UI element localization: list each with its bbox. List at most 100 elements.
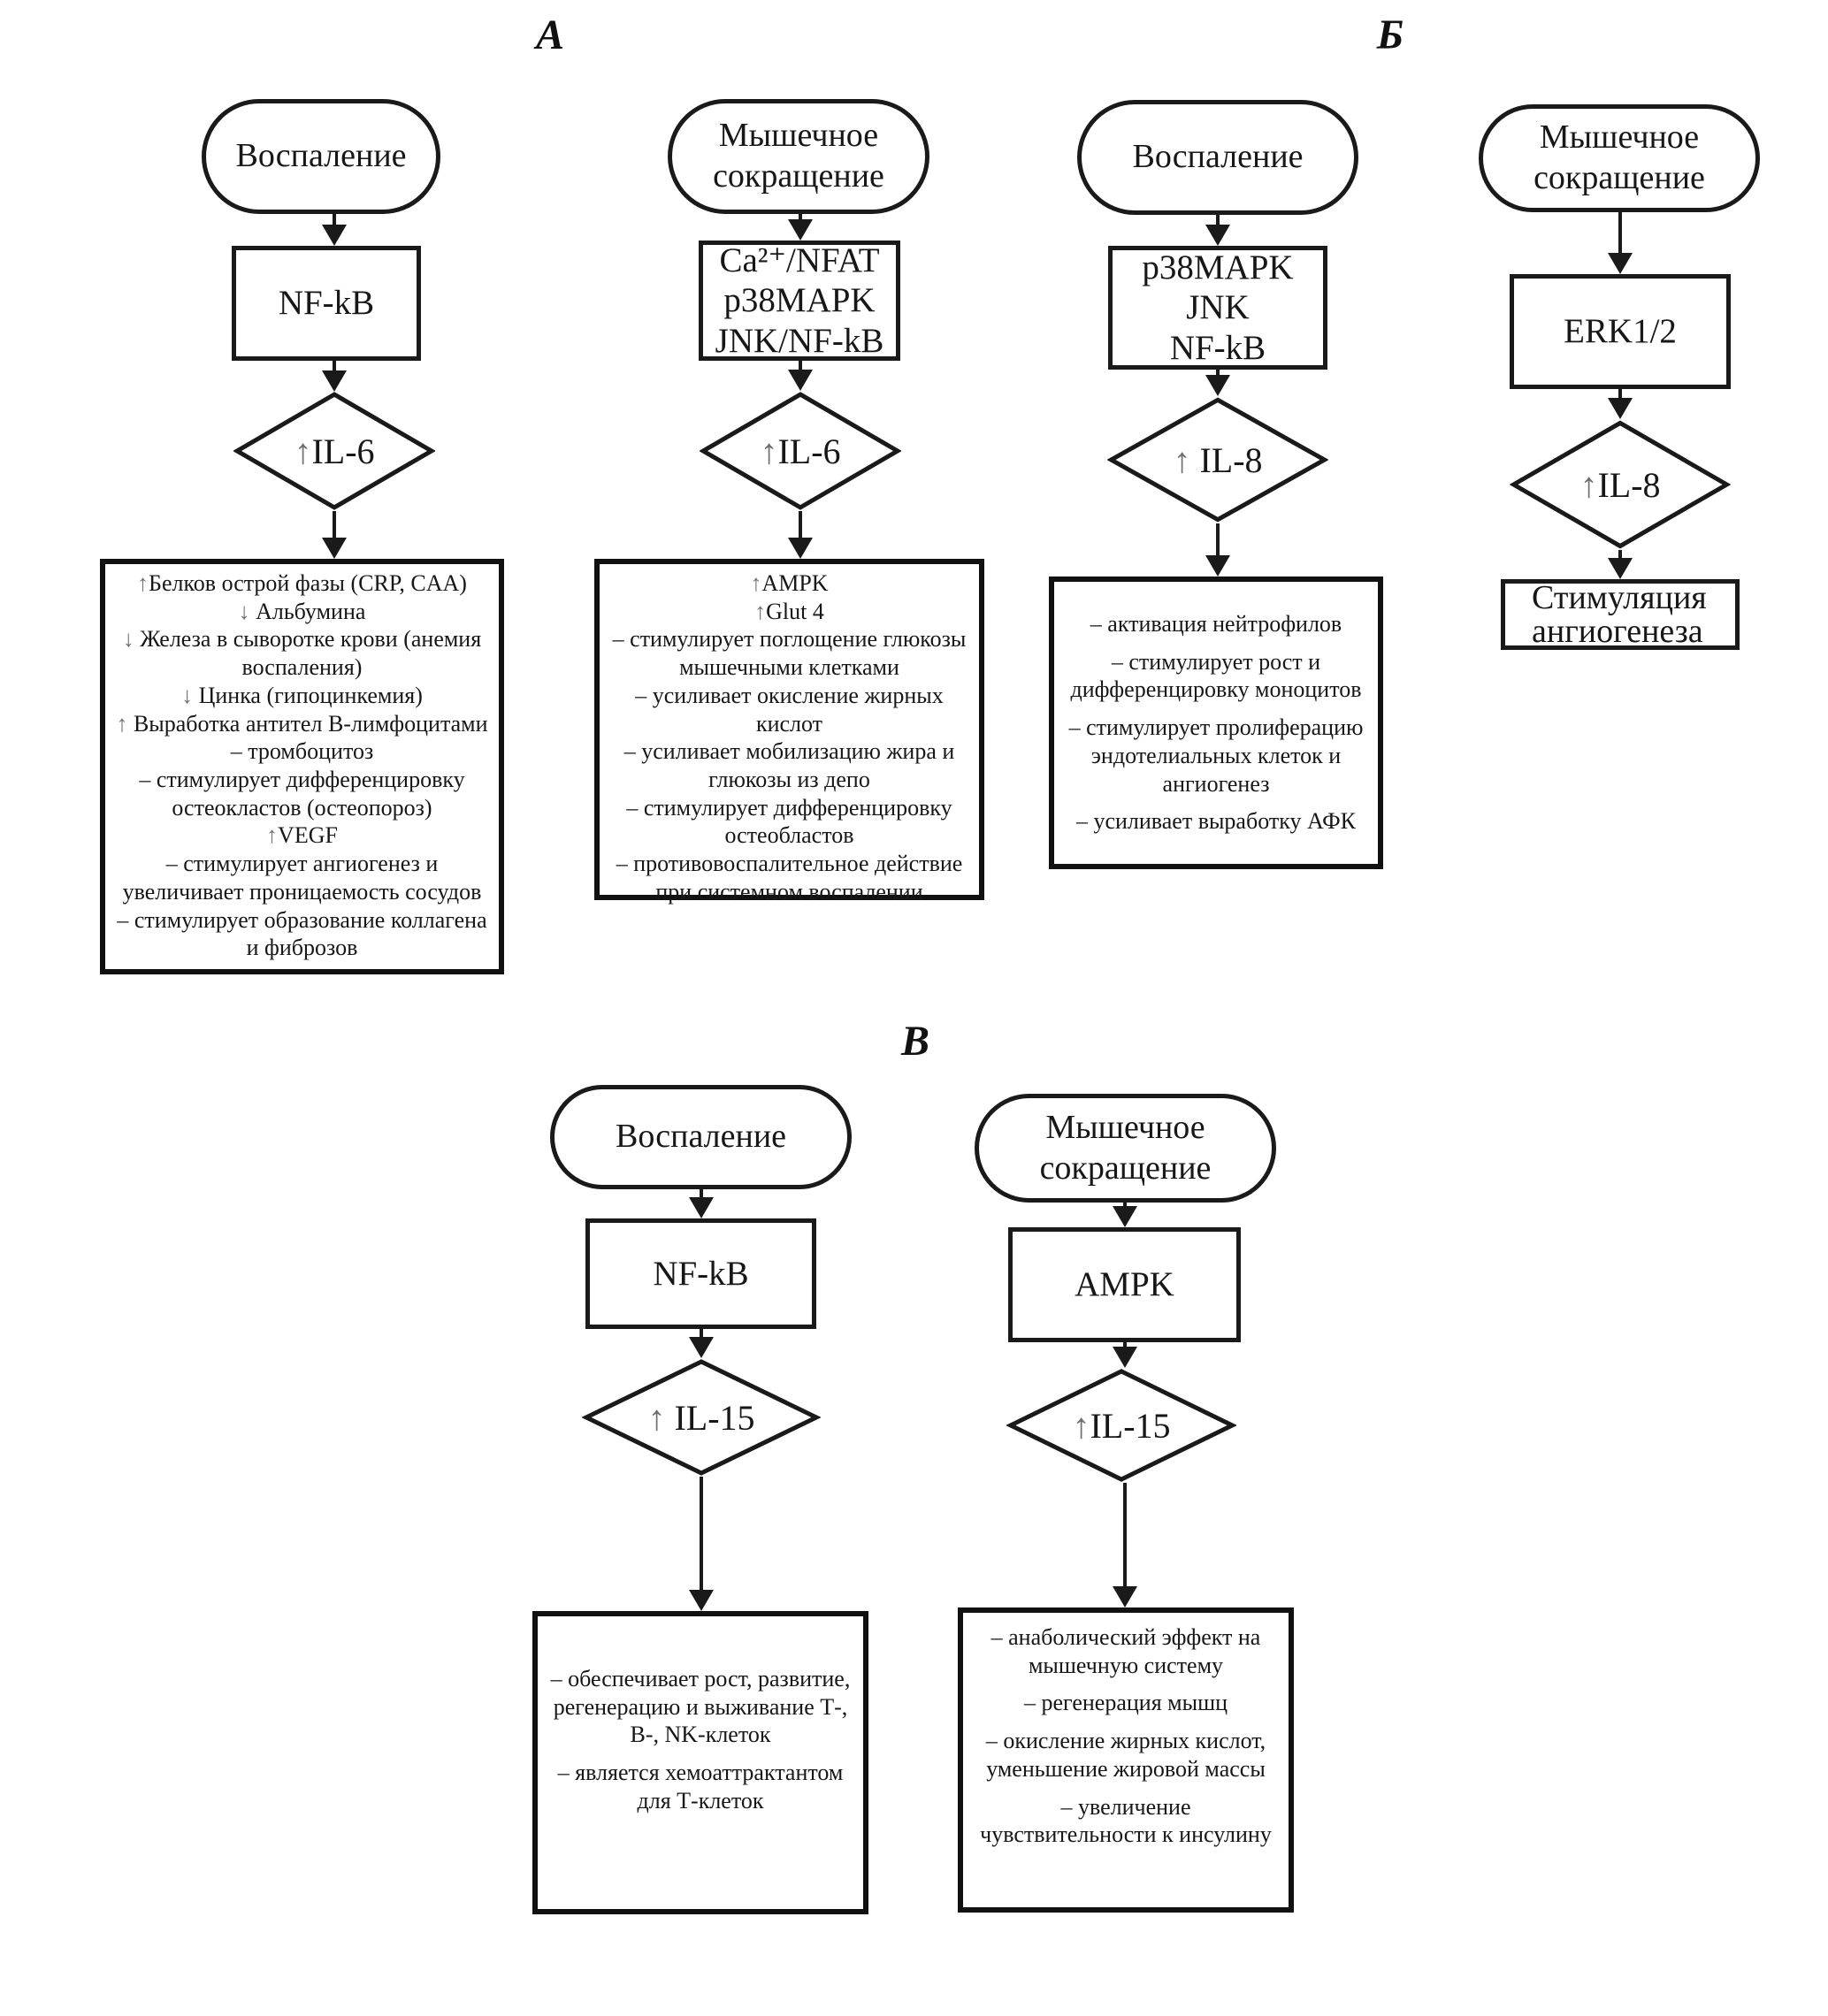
text-line: – стимулирует образование коллагена и фи… bbox=[112, 906, 492, 962]
line-text: стимулирует рост и дифференцировку моноц… bbox=[1070, 648, 1362, 703]
connector-line bbox=[1618, 550, 1622, 561]
oval-label: Мышечное сокращение bbox=[713, 117, 884, 195]
rect-pathway: AMPK bbox=[1008, 1227, 1241, 1342]
dash-marker: – bbox=[165, 851, 178, 877]
oval-label: Мышечное сокращение bbox=[1039, 1108, 1212, 1187]
up-arrow-icon: ↑ bbox=[1579, 464, 1598, 505]
cytokine-name: IL-15 bbox=[1090, 1405, 1171, 1446]
line-text: стимулирует дифференцировку остеобластов bbox=[638, 794, 959, 849]
up-arrow-icon: ↑ bbox=[750, 570, 762, 596]
oval-inflammation: Воспаление bbox=[550, 1085, 852, 1189]
text-line: Ca²⁺/NFAT bbox=[719, 241, 880, 280]
rect-label: NF-kB bbox=[279, 283, 374, 323]
diamond-label: ↑IL-8 bbox=[1510, 419, 1731, 550]
rect-pathway: ERK1/2 bbox=[1510, 274, 1731, 389]
line-text: усиливает окисление жирных кислот bbox=[646, 682, 950, 737]
diamond-shape bbox=[1006, 1368, 1236, 1483]
text-line: – усиливает выработку АФК bbox=[1061, 807, 1371, 836]
line-text: стимулирует пролиферацию эндотелиальных … bbox=[1080, 714, 1369, 797]
line-text: активация нейтрофилов bbox=[1101, 611, 1342, 637]
arrow-down-icon bbox=[322, 225, 347, 246]
arrow-down-icon bbox=[1608, 398, 1633, 419]
diamond-label: ↑IL-15 bbox=[1006, 1368, 1236, 1483]
up-arrow-icon: ↑ bbox=[137, 570, 149, 596]
line-text: усиливает выработку АФК bbox=[1087, 808, 1357, 835]
oval-label: Воспаление bbox=[1132, 138, 1304, 176]
text-line: – увеличение чувствительности к инсулину bbox=[970, 1793, 1281, 1849]
text-line: NF-kB bbox=[653, 1254, 749, 1293]
connector-line bbox=[333, 511, 336, 539]
line-text: тромбоцитоз bbox=[241, 738, 374, 765]
diamond-label: ↑IL-6 bbox=[700, 391, 901, 511]
diamond-cytokine: ↑ IL-8 bbox=[1107, 396, 1328, 523]
oval-label: Мышечное сокращение bbox=[1534, 118, 1705, 196]
terminal-label: Стимуляция ангиогенеза bbox=[1532, 579, 1707, 650]
text-line: p38MAPK bbox=[723, 281, 876, 320]
dash-marker: – bbox=[1075, 808, 1088, 835]
line-text: Железа в сыворотке крови (анемия воспале… bbox=[134, 626, 487, 681]
up-arrow-icon: ↑ bbox=[266, 822, 279, 849]
line-text: стимулирует образование коллагена и фибр… bbox=[128, 906, 493, 961]
text-line: ↓ Альбумина bbox=[112, 598, 492, 626]
diamond-label: ↑ IL-15 bbox=[582, 1358, 821, 1477]
up-arrow-icon: ↑ bbox=[760, 431, 778, 471]
dash-marker: – bbox=[623, 738, 636, 765]
dash-marker: – bbox=[117, 906, 129, 933]
section-label-b: Б bbox=[1376, 11, 1404, 58]
up-arrow-icon: ↑ bbox=[116, 710, 128, 737]
line-text: AMPK bbox=[761, 570, 829, 596]
up-arrow-icon: ↑ bbox=[294, 431, 312, 471]
arrow-down-icon bbox=[1205, 555, 1230, 577]
dash-marker: – bbox=[1068, 714, 1081, 741]
text-line: – стимулирует дифференцировку остеобласт… bbox=[607, 794, 972, 850]
up-arrow-icon: ↑ bbox=[1173, 439, 1191, 480]
rect-pathway: NF-kB bbox=[585, 1218, 816, 1329]
text-line: – стимулирует пролиферацию эндотелиальны… bbox=[1061, 714, 1371, 798]
effects-box: ↑AMPK↑Glut 4– стимулирует поглощение глю… bbox=[594, 559, 984, 905]
dash-marker: – bbox=[1023, 1690, 1036, 1716]
text-line: – усиливает окисление жирных кислот bbox=[607, 682, 972, 737]
dash-marker: – bbox=[557, 1760, 570, 1786]
oval-label: Воспаление bbox=[235, 137, 407, 175]
arrow-down-icon bbox=[788, 219, 813, 241]
arrow-down-icon bbox=[689, 1197, 714, 1218]
down-arrow-icon: ↓ bbox=[122, 626, 134, 653]
oval-label: Воспаление bbox=[615, 1118, 787, 1156]
terminal-angiogenesis: Стимуляция ангиогенеза bbox=[1501, 579, 1740, 650]
text-line: – активация нейтрофилов bbox=[1061, 610, 1371, 638]
diamond-shape bbox=[233, 391, 435, 511]
line-text: Цинка (гипоцинкемия) bbox=[193, 682, 423, 708]
arrow-down-icon bbox=[1113, 1206, 1137, 1227]
text-line: ↑Glut 4 bbox=[607, 598, 972, 626]
dash-marker: – bbox=[230, 738, 242, 765]
diamond-cytokine: ↑ IL-15 bbox=[582, 1358, 821, 1477]
connector-line bbox=[799, 212, 802, 225]
connector-line bbox=[1216, 523, 1220, 557]
arrow-down-icon bbox=[1608, 253, 1633, 274]
text-line: – регенерация мышц bbox=[970, 1689, 1281, 1717]
line-text: противовоспалительное действие при систе… bbox=[627, 851, 968, 905]
text-line: ↑Белков острой фазы (CRP, CAA) bbox=[112, 569, 492, 598]
diamond-label: ↑IL-6 bbox=[233, 391, 435, 511]
cytokine-name: IL-8 bbox=[1190, 439, 1263, 480]
arrow-down-icon bbox=[1608, 558, 1633, 579]
diamond-cytokine: ↑IL-6 bbox=[233, 391, 435, 511]
text-line: – противовоспалительное действие при сис… bbox=[607, 850, 972, 905]
cytokine-name: IL-15 bbox=[665, 1397, 755, 1438]
line-text: Белков острой фазы (CRP, CAA) bbox=[149, 570, 467, 596]
connector-line bbox=[1216, 370, 1220, 378]
diamond-shape bbox=[700, 391, 901, 511]
effects-box: ↑Белков острой фазы (CRP, CAA)↓ Альбумин… bbox=[100, 559, 504, 974]
line-text: стимулирует дифференцировку остеокластов… bbox=[150, 767, 471, 821]
diamond-label: ↑ IL-8 bbox=[1107, 396, 1328, 523]
line-text: Glut 4 bbox=[766, 598, 824, 624]
text-line: NF-kB bbox=[278, 284, 375, 323]
connector-line bbox=[700, 1329, 703, 1340]
rect-label: AMPK bbox=[1075, 1264, 1174, 1304]
arrow-down-icon bbox=[1113, 1347, 1137, 1368]
diamond-cytokine: ↑IL-6 bbox=[700, 391, 901, 511]
